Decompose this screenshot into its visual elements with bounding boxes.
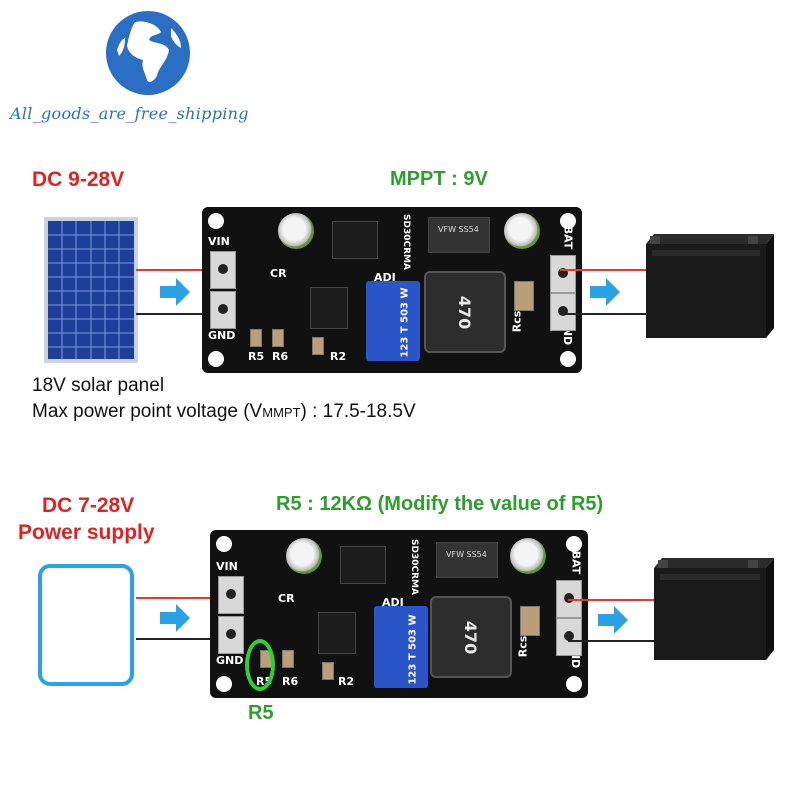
bat-label: BAT bbox=[569, 550, 583, 575]
vmp-line: Max power point voltage (VMMPT) : 17.5-1… bbox=[32, 401, 416, 423]
gnd-pad-in bbox=[218, 616, 244, 654]
panel-caption: 18V solar panel bbox=[32, 375, 165, 396]
gnd-pad-out bbox=[550, 293, 576, 331]
top-battery bbox=[646, 234, 774, 338]
top-input-wire-negative bbox=[136, 313, 232, 315]
power-supply-box bbox=[38, 564, 134, 686]
vin-label: VIN bbox=[216, 560, 238, 573]
top-output-wire-negative bbox=[560, 313, 646, 315]
bottom-input-wire-negative bbox=[136, 638, 232, 640]
solar-panel bbox=[44, 217, 138, 363]
top-input-title: DC 9-28V bbox=[32, 168, 125, 191]
inductor-label: 470 bbox=[455, 295, 475, 330]
chip-label: SD30CRMA bbox=[400, 214, 411, 270]
trim-label: 123 T 503 W bbox=[399, 287, 411, 358]
diode-label: VFW SS54 bbox=[446, 550, 487, 559]
gnd-label: GND bbox=[216, 654, 244, 667]
bottom-input-title-1: DC 7-28V bbox=[42, 494, 135, 517]
trim-label: 123 T 503 W bbox=[407, 614, 419, 685]
bottom-output-wire-negative bbox=[568, 640, 654, 642]
vmp-line-prefix: Max power point voltage (V bbox=[32, 401, 263, 422]
trimmer-pot bbox=[374, 606, 428, 688]
bottom-output-arrow-icon bbox=[598, 606, 628, 634]
rcs-label: Rcs bbox=[516, 635, 530, 658]
gnd-label: GND bbox=[208, 329, 236, 342]
gnd-pad-out bbox=[556, 618, 582, 656]
vmp-line-suffix: ) : 17.5-18.5V bbox=[300, 401, 416, 422]
bat-pad bbox=[550, 255, 576, 293]
bottom-input-arrow-icon bbox=[160, 604, 190, 632]
chip-label: SD30CRMA bbox=[408, 539, 419, 595]
trimmer-pot bbox=[366, 281, 420, 361]
vin-label: VIN bbox=[208, 235, 230, 248]
r6-label: R6 bbox=[272, 350, 289, 363]
bottom-battery bbox=[654, 558, 774, 660]
diode-label: VFW SS54 bbox=[438, 225, 479, 234]
inductor-label: 470 bbox=[461, 620, 481, 655]
cr-label: CR bbox=[270, 267, 287, 280]
r5-highlight-ring bbox=[245, 639, 275, 691]
top-input-wire-positive bbox=[136, 269, 232, 271]
top-output-arrow-icon bbox=[590, 278, 620, 306]
top-input-arrow-icon bbox=[160, 278, 190, 306]
r6-label: R6 bbox=[282, 675, 299, 688]
rcs-label: Rcs bbox=[510, 310, 524, 333]
globe-icon bbox=[106, 11, 190, 95]
logo bbox=[105, 10, 191, 96]
gnd-pad-in bbox=[210, 291, 236, 329]
bottom-input-wire-positive bbox=[136, 597, 232, 599]
r2-label: R2 bbox=[338, 675, 355, 688]
bottom-mode-title: R5 : 12KΩ (Modify the value of R5) bbox=[276, 493, 604, 515]
logo-text: All_goods_are_free_shipping bbox=[10, 104, 249, 123]
vin-pad bbox=[218, 576, 244, 614]
inductor bbox=[430, 596, 512, 678]
bat-label: BAT bbox=[561, 225, 575, 250]
adj-label: ADJ bbox=[382, 596, 404, 609]
r2-label: R2 bbox=[330, 350, 347, 363]
bottom-input-title-2: Power supply bbox=[18, 521, 155, 544]
r5-label: R5 bbox=[248, 350, 265, 363]
vmp-line-sub: MMPT bbox=[262, 405, 301, 420]
bottom-output-wire-positive bbox=[568, 599, 654, 601]
top-output-wire-positive bbox=[560, 269, 646, 271]
inductor bbox=[424, 271, 506, 353]
top-mode-title: MPPT : 9V bbox=[390, 168, 488, 190]
cr-label: CR bbox=[278, 592, 295, 605]
top-board: VIN GND BAT GND SD30CRMA VFW SS54 CR ADJ… bbox=[202, 207, 582, 373]
adj-label: ADJ bbox=[374, 271, 396, 284]
r5-callout: R5 bbox=[248, 702, 274, 724]
vin-pad bbox=[210, 251, 236, 289]
